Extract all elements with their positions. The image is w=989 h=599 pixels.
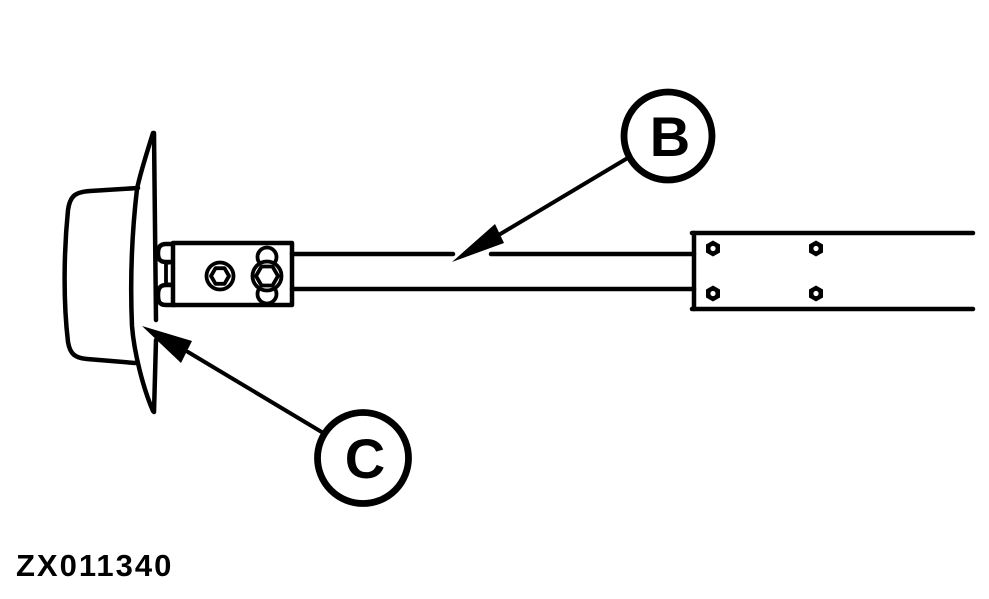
callout-c-leader-line	[186, 350, 327, 436]
socket-bolt-icon	[204, 260, 236, 292]
mount-tabs	[155, 241, 177, 308]
figure-id-label: ZX011340	[16, 548, 173, 583]
callout-b-leader-line	[495, 157, 628, 238]
clamp-block	[170, 240, 295, 308]
bell-flange-right-edge-upper	[151, 130, 159, 323]
callout-b-circle	[620, 88, 716, 184]
wing-nut-icon	[250, 245, 284, 306]
bell-flange-right-edge-lower	[151, 337, 159, 415]
callout-c: C	[142, 326, 412, 507]
callout-c-letter: C	[345, 427, 385, 490]
mount-tab-connector	[164, 260, 176, 287]
hex-screw-icon-bottom-left	[706, 285, 720, 302]
mounting-plate	[689, 230, 976, 312]
hex-screw-icon-top-left	[706, 240, 720, 257]
rod	[289, 251, 697, 292]
bell-flange-left-edge	[128, 130, 156, 414]
bell-housing-cap-outline	[62, 185, 141, 366]
callout-b-arrowhead	[452, 224, 504, 262]
mount-tab-top	[155, 241, 177, 265]
mount-tab-bottom	[155, 282, 177, 308]
callout-b: B	[452, 88, 716, 262]
hex-screw-icon-bottom-right	[809, 285, 823, 302]
callout-c-circle	[314, 409, 412, 507]
callout-c-arrowhead	[142, 326, 192, 363]
callout-b-letter: B	[650, 105, 690, 168]
hex-screw-icon-top-right	[809, 240, 823, 257]
bell-housing	[62, 130, 159, 415]
